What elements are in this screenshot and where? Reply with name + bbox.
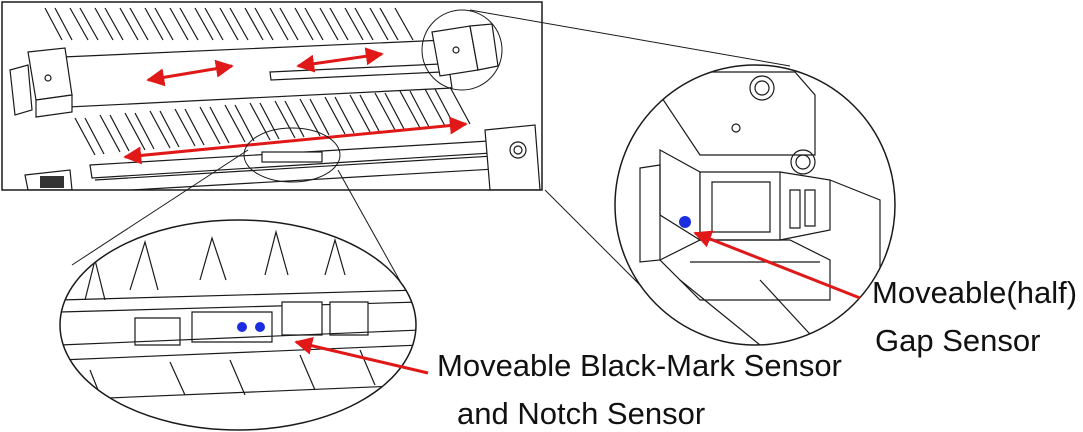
blackmark-label-line2: and Notch Sensor [457, 396, 706, 431]
gap-sensor-zoom-border [614, 64, 896, 346]
gap-sensor-label-line1: Moveable(half) [872, 275, 1078, 310]
right-mount-block [431, 23, 499, 77]
blackmark-label-line1: Moveable Black-Mark Sensor [437, 348, 842, 383]
blackmark-pointer-arrow [294, 336, 429, 375]
main-view [9, 7, 541, 190]
callout-connectors [71, 9, 791, 291]
callout-circle-right [421, 9, 503, 91]
main-view-frame [1, 1, 543, 191]
left-mount-block [9, 47, 73, 118]
arrow-lower-long [123, 116, 468, 165]
arrow-left-upper [146, 59, 234, 87]
blackmark-sensor-zoom-border [59, 219, 417, 431]
movement-arrows [123, 47, 468, 165]
gap-sensor-label-line2: Gap Sensor [875, 323, 1041, 358]
blackmark-sensor-dot-left [237, 322, 247, 332]
blackmark-sensor-dot-right [255, 322, 265, 332]
gap-sensor-dot [679, 216, 691, 228]
arrow-right-upper [296, 47, 384, 73]
callout-circle-bottom [243, 127, 341, 183]
gap-sensor-pointer-arrow [693, 230, 861, 300]
upper-ribs [44, 7, 414, 41]
gap-sensor-zoom [615, 65, 895, 345]
